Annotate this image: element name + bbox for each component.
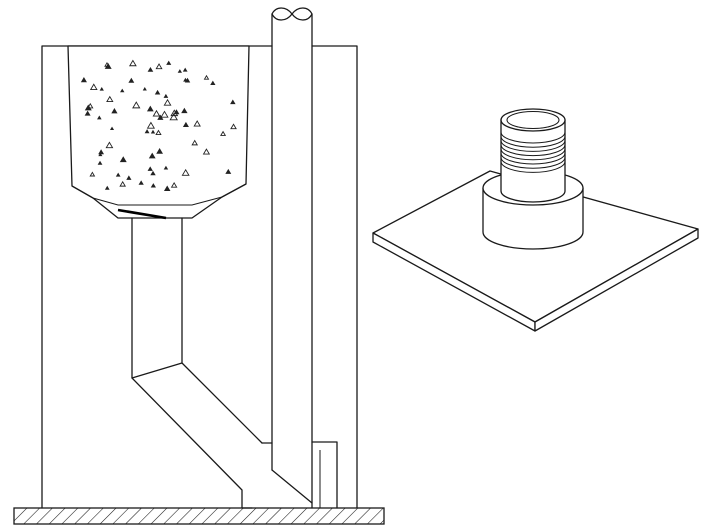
granule	[193, 120, 201, 127]
granule	[98, 149, 105, 155]
right-assembly	[372, 108, 699, 332]
granule	[148, 152, 156, 159]
granule	[155, 63, 163, 70]
granule	[166, 60, 172, 65]
granule	[105, 141, 114, 149]
chute-left-wall	[131, 217, 243, 509]
granule	[220, 130, 227, 136]
granule	[210, 80, 216, 86]
vertical-pipe	[271, 7, 313, 509]
granule	[160, 110, 169, 118]
granule	[89, 83, 98, 90]
granule	[84, 110, 91, 116]
thread-ring	[500, 148, 566, 161]
granule	[126, 175, 132, 180]
granule	[99, 86, 104, 91]
left-assembly	[13, 7, 385, 525]
granule	[142, 86, 147, 91]
hopper-contour	[71, 183, 247, 206]
granule	[144, 129, 150, 134]
hopper-body	[67, 45, 250, 219]
granule	[115, 172, 121, 177]
granule	[163, 98, 172, 106]
granule	[157, 114, 164, 120]
thread-ring	[500, 152, 566, 165]
granule	[191, 139, 199, 146]
granule	[104, 61, 110, 67]
granule	[97, 115, 102, 120]
hopper-outlet	[117, 208, 167, 220]
granule	[146, 121, 156, 129]
granule	[84, 104, 92, 111]
granule	[169, 112, 178, 121]
granule	[150, 183, 156, 188]
granule	[89, 171, 96, 177]
granule	[120, 88, 125, 93]
granule	[128, 59, 137, 67]
threaded-stub	[500, 108, 566, 203]
thread-ring	[500, 131, 566, 144]
granule	[183, 77, 188, 82]
thread-ring	[500, 161, 566, 173]
granule	[119, 180, 127, 187]
granule	[154, 89, 161, 95]
granule	[173, 109, 180, 115]
thread-ring	[500, 157, 566, 169]
granule	[97, 160, 103, 165]
side-box	[311, 441, 338, 509]
thread-rings	[500, 131, 566, 173]
thread-ring	[500, 144, 566, 157]
granule	[146, 105, 154, 112]
base-plate-side-right	[534, 228, 699, 332]
granule	[147, 66, 154, 72]
base-slab	[13, 507, 385, 525]
granule	[109, 126, 115, 131]
granule	[152, 109, 161, 117]
granule	[147, 166, 153, 171]
thread-ring	[500, 140, 566, 152]
granule	[170, 181, 178, 188]
granule	[230, 123, 237, 130]
chute-right-wall	[181, 217, 263, 444]
granule	[80, 77, 87, 83]
granule	[104, 185, 110, 190]
granule	[150, 170, 156, 176]
granule	[202, 148, 211, 155]
granule	[156, 147, 163, 154]
granule	[177, 69, 183, 73]
granule	[182, 67, 188, 72]
granule	[181, 168, 190, 176]
granule	[181, 107, 188, 114]
granule	[98, 152, 103, 157]
granule	[225, 168, 232, 174]
thread-ring	[500, 136, 566, 148]
granule	[182, 121, 189, 127]
granule	[111, 108, 118, 114]
housing-frame-right	[311, 45, 358, 509]
granule	[119, 156, 127, 163]
granule	[163, 93, 169, 98]
granule	[106, 95, 114, 103]
granule	[138, 180, 144, 185]
granule	[128, 77, 135, 83]
granule	[150, 129, 156, 134]
granular-material	[80, 59, 237, 191]
granule	[155, 129, 162, 136]
granule	[132, 101, 141, 109]
chute-bend-line	[131, 362, 183, 379]
granule	[163, 185, 171, 191]
granule	[203, 74, 210, 80]
granule	[230, 99, 236, 105]
granule	[163, 165, 169, 170]
